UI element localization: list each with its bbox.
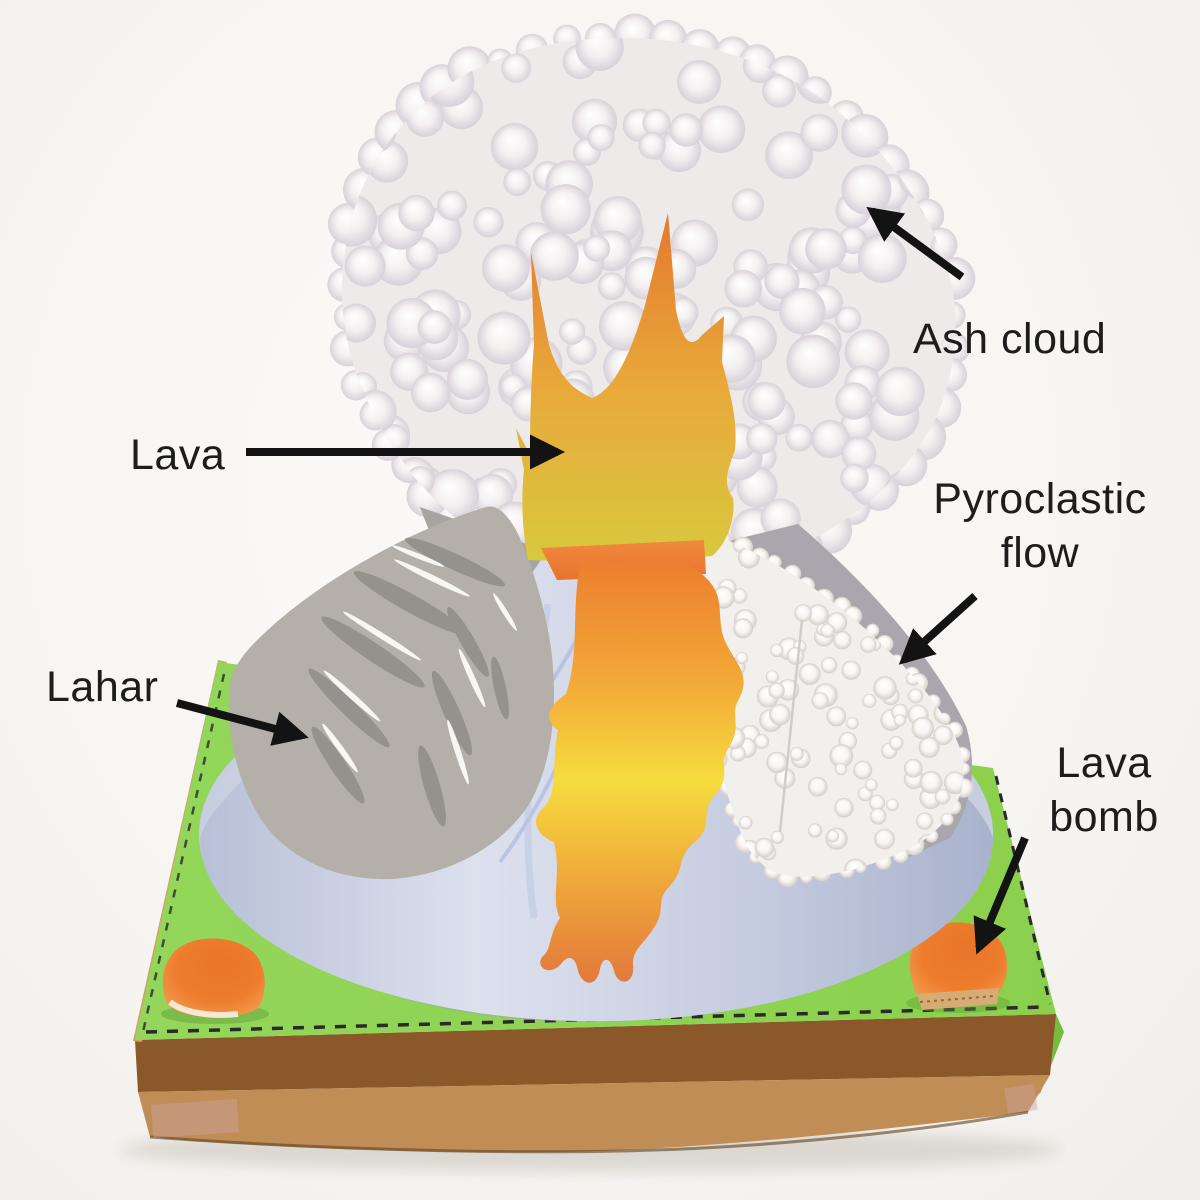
lava-bomb-label: Lava bomb (1049, 739, 1159, 842)
tape-right (1004, 1084, 1038, 1114)
box-bottom-edge (149, 1110, 1029, 1154)
tape-left (150, 1099, 240, 1138)
lava-bomb-right-corrugation (919, 995, 996, 1003)
lahar-arrow (175, 699, 309, 746)
lava-bomb-arrow (973, 836, 1029, 955)
stitch-line-right (994, 775, 1052, 1005)
box-soil-light-band (138, 1075, 1050, 1153)
ash-cloud-arrow (866, 206, 965, 281)
pyroclastic-crease (778, 619, 804, 833)
lava-flow-shape (536, 561, 744, 983)
lava-bomb-left-edge (168, 999, 239, 1018)
lahar-white-streaks (322, 545, 517, 785)
lava-bomb-right-cardboard (917, 988, 999, 1010)
pyroclastic-flow-label: Pyroclastic flow (933, 475, 1147, 578)
lava-fountain-shape (516, 213, 736, 561)
lahar-base (228, 506, 554, 880)
lava-label: Lava (130, 431, 226, 479)
lahar-shape (228, 506, 554, 880)
lava-bomb-left (161, 938, 269, 1024)
label-arrows (175, 206, 1029, 955)
lahar-label: Lahar (46, 663, 159, 711)
pyroclastic-flow-arrow (898, 593, 978, 665)
lava-bomb-left-shape (162, 938, 265, 1017)
ash-cloud-label: Ash cloud (913, 315, 1107, 363)
lahar-dark-streaks (308, 537, 509, 827)
